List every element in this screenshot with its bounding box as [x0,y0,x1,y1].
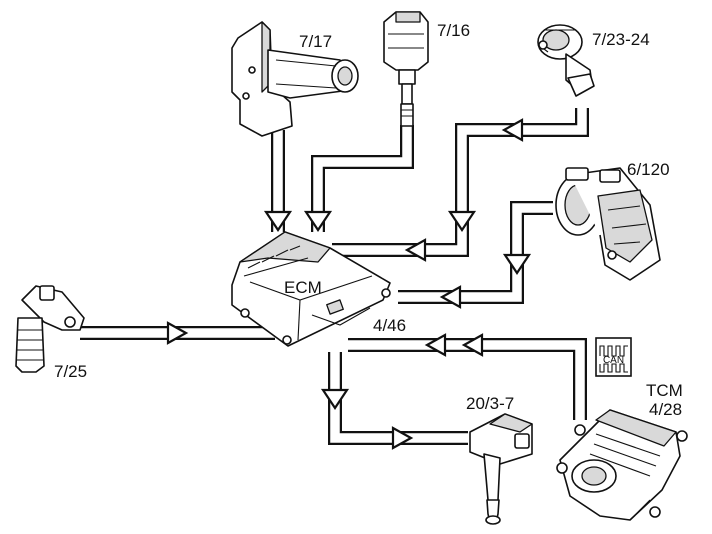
temp-sensor [383,11,429,127]
tcm-module [556,409,688,521]
ignition-coil [469,413,533,525]
arrow-left-can-2 [461,333,484,357]
arrow-down-pressure [447,210,477,232]
label-ecm: ECM [284,278,322,297]
can-bus-label: CAN [603,355,624,366]
label-ecm-code: 4/46 [373,316,406,335]
pressure-sensor [537,24,595,97]
label-pressure-sensor: 7/23-24 [592,30,650,49]
arrow-right-cam [166,321,189,345]
arrow-right-coil [391,426,414,450]
arrow-down-coil [320,388,350,410]
label-cam-sensor: 7/25 [54,362,87,381]
label-tcm-code: 4/28 [649,400,682,419]
arrow-left-pressure-top [501,118,524,142]
throttle-unit [555,167,661,281]
component-labels: 7/17 7/16 7/23-24 6/120 ECM 4/46 7/25 20… [54,21,683,419]
ecm-module [231,231,391,347]
can-bus-icon: CAN [595,337,632,377]
label-maf-sensor: 7/17 [299,32,332,51]
maf-sensor [231,21,359,137]
arrow-down-temp [303,210,333,232]
label-throttle-unit: 6/120 [627,160,670,179]
label-tcm-title: TCM [646,381,683,400]
arrow-left-pressure-ecm [404,238,427,262]
arrow-left-throttle [439,285,462,309]
cam-sensor [15,285,85,373]
arrow-down-maf [263,210,293,232]
signal-arrows [166,118,532,450]
label-temp-sensor: 7/16 [437,21,470,40]
label-ignition-coil: 20/3-7 [466,394,514,413]
arrow-left-can-1 [424,333,447,357]
arrow-down-throttle [502,253,532,275]
